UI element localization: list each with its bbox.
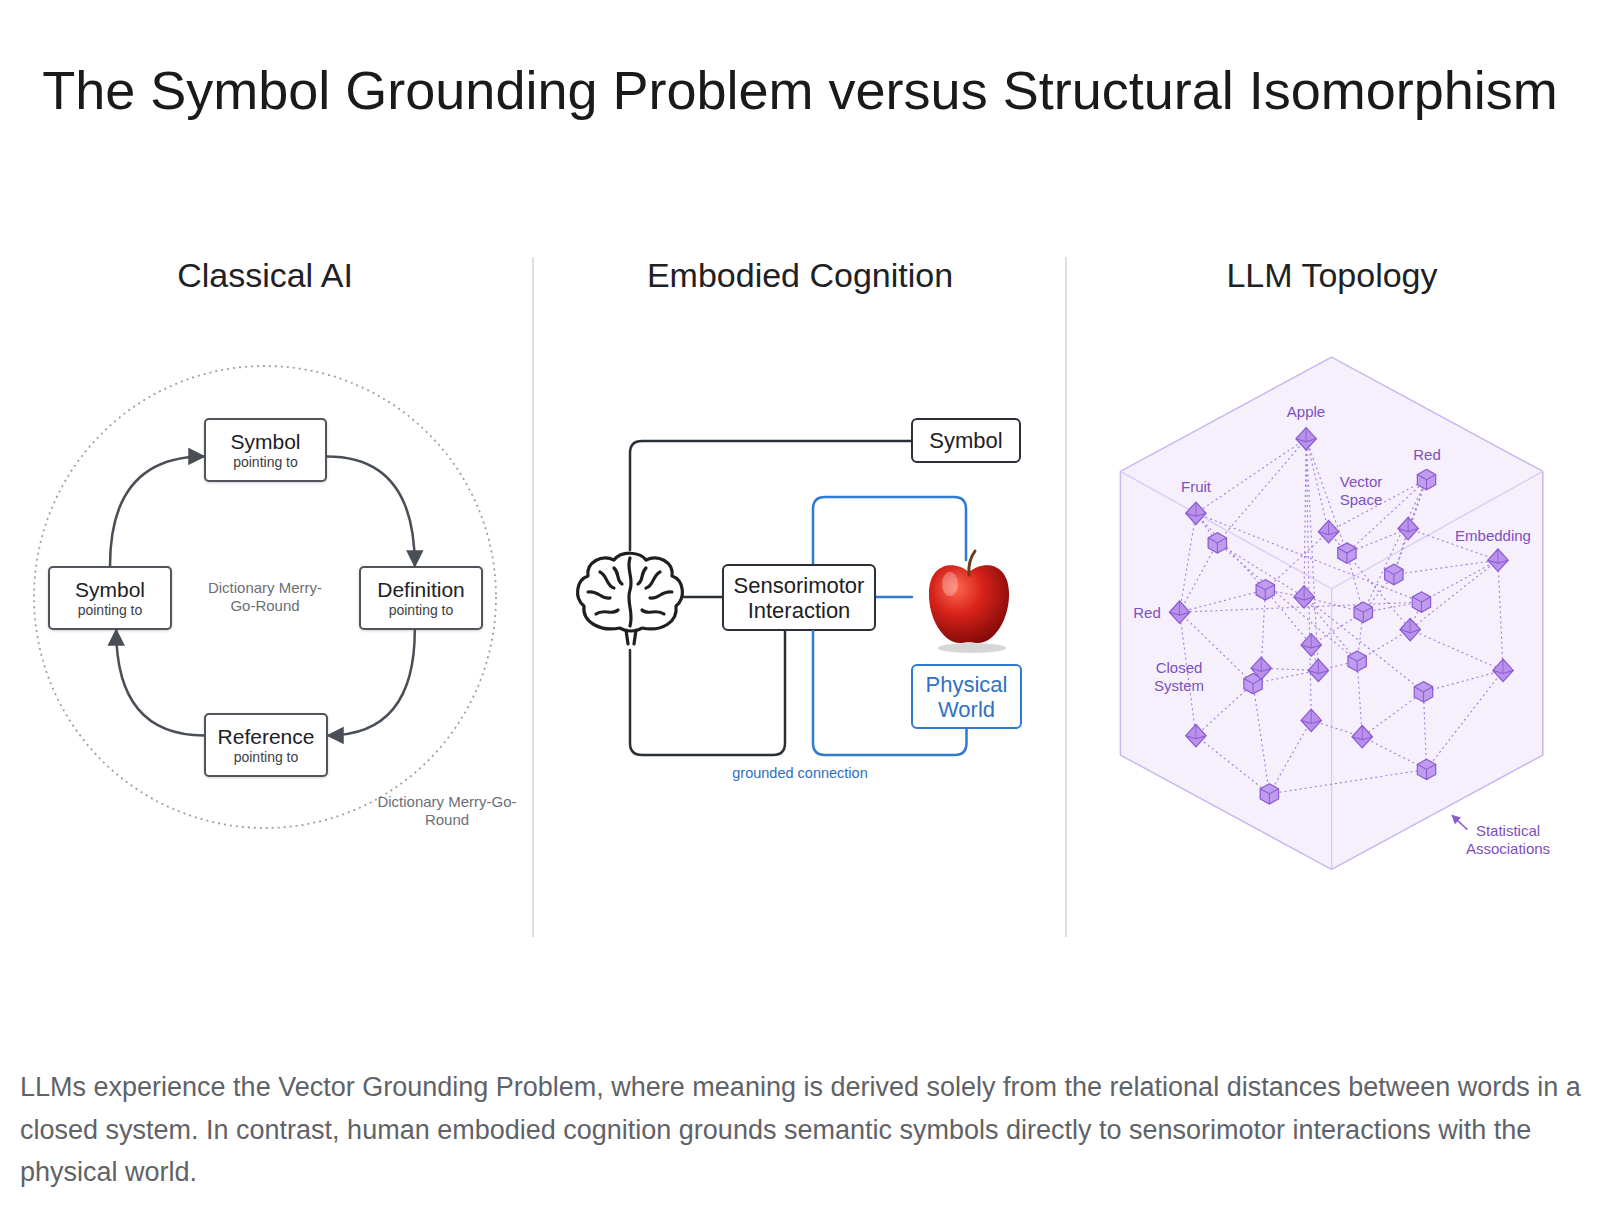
- point-label: Red: [1413, 446, 1441, 464]
- embedding-point: [1412, 592, 1430, 612]
- apple-body: [929, 565, 1009, 643]
- apple-highlight: [942, 572, 958, 596]
- embedding-point: [1301, 634, 1321, 656]
- box-title: Reference: [218, 725, 315, 749]
- diagram-title: The Symbol Grounding Problem versus Stru…: [0, 58, 1600, 122]
- box-subtitle: pointing to: [233, 454, 298, 471]
- box-title: Symbol: [929, 428, 1002, 453]
- cube-edges: [1120, 471, 1542, 869]
- apple-shadow: [938, 643, 1006, 653]
- brain-folds: [588, 558, 672, 626]
- embedding-point: [1208, 533, 1226, 553]
- apple-stem: [969, 551, 975, 575]
- apple-link: [876, 596, 912, 599]
- box-subtitle: pointing to: [234, 749, 299, 766]
- brain-link: [684, 596, 722, 599]
- embedding-point: [1186, 724, 1206, 746]
- brain-icon: [578, 553, 683, 644]
- embedding-point: [1414, 682, 1432, 702]
- symbol-wire: [630, 441, 911, 550]
- box-title: Symbol: [75, 578, 145, 602]
- embedding-point: [1296, 428, 1316, 450]
- embedding-point: [1186, 502, 1206, 524]
- embedding-point: [1294, 586, 1314, 608]
- point-label: Apple: [1287, 403, 1325, 421]
- connector: [328, 630, 415, 735]
- apple-icon: [929, 551, 1009, 653]
- embedding-point: [1260, 784, 1278, 804]
- embedding-point: [1256, 580, 1274, 600]
- panel-divider: [532, 257, 534, 937]
- embedding-point: [1348, 651, 1366, 671]
- connector: [116, 630, 204, 735]
- space-label: Closed System: [1149, 659, 1209, 695]
- brain-outline: [578, 553, 683, 631]
- embedding-point: [1338, 543, 1356, 563]
- center-note: Dictionary Merry-Go-Round: [200, 579, 330, 615]
- box-subtitle: pointing to: [78, 602, 143, 619]
- symbol-box: Symbol: [911, 418, 1021, 463]
- pointer-arrow: [1452, 815, 1467, 829]
- box-title: Sensorimotor Interaction: [728, 573, 870, 623]
- panel-heading: LLM Topology: [1226, 256, 1437, 295]
- callout-label: Statistical Associations: [1453, 822, 1563, 858]
- diagram-caption: LLMs experience the Vector Grounding Pro…: [20, 1066, 1585, 1194]
- box-title: Symbol: [230, 430, 300, 454]
- panel-heading: Classical AI: [177, 256, 353, 295]
- process-box: Sensorimotor Interaction: [722, 564, 876, 631]
- embedding-point: [1417, 759, 1435, 779]
- embedding-point: [1301, 709, 1321, 731]
- edge-label: grounded connection: [732, 765, 867, 781]
- embedding-point: [1318, 520, 1338, 542]
- brain-loop-wire: [630, 631, 785, 755]
- vector-space: [1120, 357, 1542, 869]
- box-title: Physical World: [917, 672, 1016, 722]
- embedding-point: [1400, 618, 1420, 640]
- embedding-point: [1417, 469, 1435, 489]
- embedding-point: [1308, 659, 1328, 681]
- embedding-point: [1398, 517, 1418, 539]
- space-label: Vector Space: [1331, 473, 1391, 509]
- vector-cube: [1120, 357, 1542, 869]
- panel-heading: Embodied Cognition: [647, 256, 953, 295]
- point-label: Fruit: [1181, 478, 1211, 496]
- connector: [327, 456, 415, 566]
- box-subtitle: pointing to: [389, 602, 454, 619]
- world-box: Physical World: [911, 664, 1022, 729]
- embedding-point: [1493, 659, 1513, 681]
- point-label: Red: [1133, 604, 1161, 622]
- embedding-point: [1488, 549, 1508, 571]
- point-label: Embedding: [1455, 527, 1531, 545]
- connector: [110, 456, 204, 566]
- cycle-ring: Dictionary Merry-Go-RoundDictionary Merr…: [32, 364, 498, 830]
- process-box: Symbolpointing to: [204, 418, 327, 482]
- ring-caption: Dictionary Merry-Go-Round: [372, 793, 522, 829]
- association-lines: [1180, 439, 1503, 794]
- embedding-point: [1169, 601, 1189, 623]
- embedding-point: [1385, 564, 1403, 584]
- process-box: Referencepointing to: [204, 713, 328, 777]
- dashed-circle-outline: [34, 366, 496, 828]
- brain-stem: [626, 630, 636, 644]
- embedding-point: [1352, 726, 1372, 748]
- embedding-point: [1251, 657, 1271, 679]
- embedding-point: [1354, 602, 1372, 622]
- box-title: Definition: [377, 578, 465, 602]
- process-box: Symbolpointing to: [48, 566, 172, 630]
- panel-divider: [1065, 257, 1067, 937]
- process-box: Definitionpointing to: [359, 566, 483, 630]
